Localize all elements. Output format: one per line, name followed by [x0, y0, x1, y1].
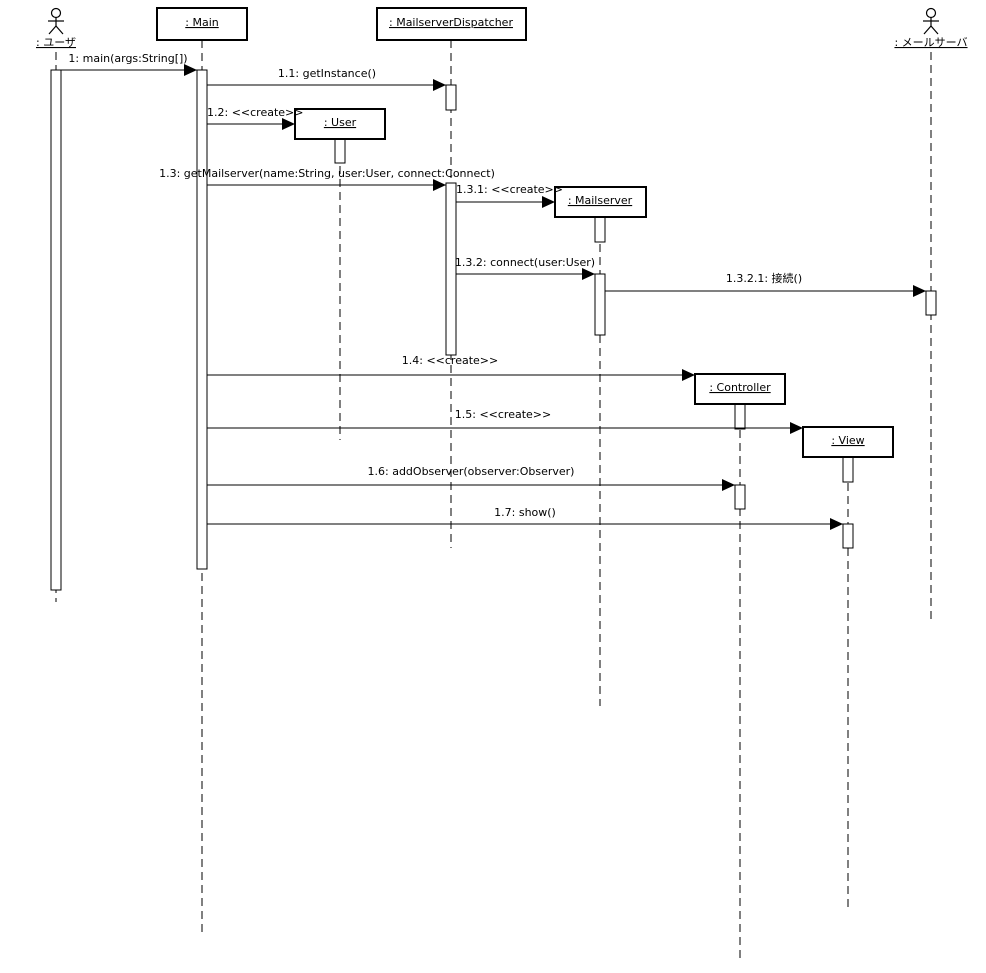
object-user-box: [294, 108, 386, 140]
activation-mail-server-actor: [925, 290, 937, 316]
object-controller-label: : Controller: [709, 381, 771, 394]
activation-dispatcher-2: [445, 182, 457, 356]
actor-user: [48, 7, 64, 35]
message-1-3-label: 1.3: getMailserver(name:String, user:Use…: [159, 167, 495, 180]
actor-mail-server: [923, 7, 939, 35]
object-mailserver-label: : Mailserver: [568, 194, 633, 207]
message-1-7-label: 1.7: show(): [494, 506, 556, 519]
activation-controller-2: [734, 484, 746, 510]
stick-figure-icon: [923, 7, 939, 35]
object-main-label: : Main: [185, 16, 218, 29]
object-view-box: [802, 426, 894, 458]
stick-figure-icon: [48, 7, 64, 35]
object-main-box: [156, 7, 248, 41]
activation-user-object: [334, 137, 346, 164]
activation-main: [196, 69, 208, 570]
activation-view-2: [842, 523, 854, 549]
activation-controller-1: [734, 402, 746, 430]
message-1-1-label: 1.1: getInstance(): [278, 67, 376, 80]
object-dispatcher-label: : MailserverDispatcher: [389, 16, 513, 29]
activation-mailserver-2: [594, 273, 606, 336]
message-1-5-label: 1.5: <<create>>: [455, 408, 551, 421]
actor-mail-server-label: : メールサーバ: [894, 36, 967, 49]
message-1-6-label: 1.6: addObserver(observer:Observer): [368, 465, 575, 478]
actor-user-label: : ユーザ: [36, 36, 76, 49]
message-1-2-label: 1.2: <<create>>: [207, 106, 303, 119]
activation-mailserver-1: [594, 216, 606, 243]
object-controller-box: [694, 373, 786, 405]
activation-user-actor: [50, 69, 62, 591]
message-1-4-label: 1.4: <<create>>: [402, 354, 498, 367]
object-dispatcher-box: [376, 7, 527, 41]
message-1-3-2-1-label: 1.3.2.1: 接続(): [726, 271, 802, 285]
object-user-label: : User: [324, 116, 357, 129]
activation-dispatcher-1: [445, 84, 457, 111]
object-view-label: : View: [831, 434, 864, 447]
object-mailserver-box: [554, 186, 647, 218]
activation-view-1: [842, 455, 854, 483]
message-1-3-2-label: 1.3.2: connect(user:User): [455, 256, 595, 269]
message-1-label: 1: main(args:String[]): [68, 52, 187, 65]
message-1-3-1-label: 1.3.1: <<create>>: [456, 183, 563, 196]
